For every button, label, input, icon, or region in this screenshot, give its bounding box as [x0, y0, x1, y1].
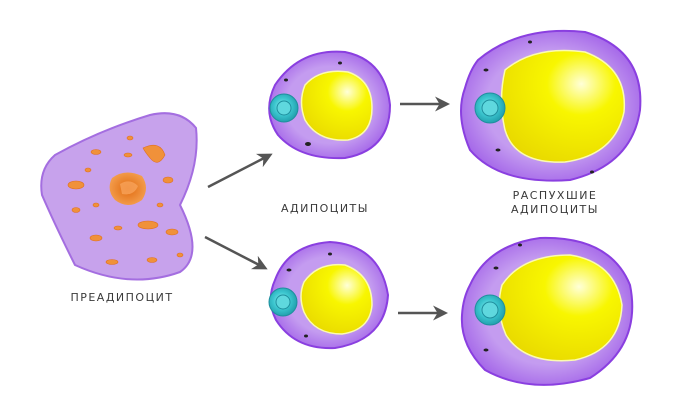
label-swollen-adipocytes: РАСПУХШИЕ АДИПОЦИТЫ	[500, 189, 610, 217]
nucleus-icon	[268, 287, 298, 317]
swollen-adipocyte-top	[460, 29, 642, 182]
preadipocyte-nucleus	[109, 172, 146, 205]
label-adipocytes: АДИПОЦИТЫ	[281, 202, 369, 215]
preadipocyte-organelles	[67, 135, 184, 265]
arrow-to-adipocyte-top	[207, 153, 273, 189]
label-preadipocyte: ПРЕАДИПОЦИТ	[70, 291, 174, 304]
nucleus-icon	[269, 93, 299, 123]
nucleus-icon	[474, 294, 506, 326]
nucleus-icon	[474, 92, 506, 124]
adipocyte-top	[268, 50, 392, 160]
label-swollen-line2: АДИПОЦИТЫ	[511, 203, 599, 216]
preadipocyte-cell	[40, 112, 198, 281]
adipocyte-bottom	[268, 240, 390, 350]
label-swollen-line1: РАСПУХШИЕ	[512, 189, 598, 202]
swollen-adipocyte-bottom	[460, 236, 634, 386]
arrow-to-adipocyte-bottom	[204, 235, 268, 270]
